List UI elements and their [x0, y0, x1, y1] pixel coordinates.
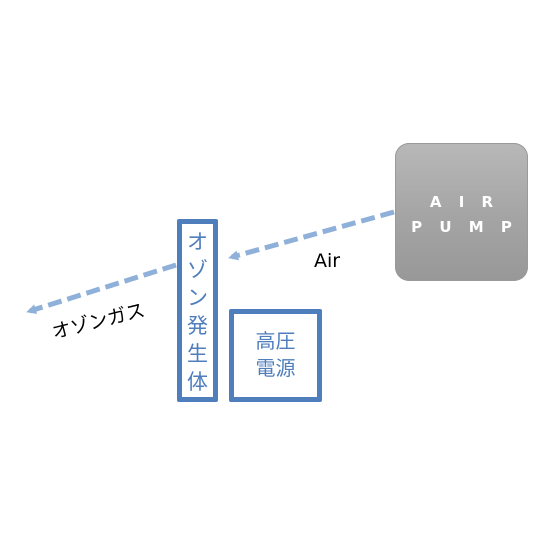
ozone-gas-flow-arrow — [26, 262, 177, 314]
ozone-generator-char: ン — [187, 286, 208, 310]
ozone-generator-char: オ — [187, 230, 208, 254]
power-label-line2: 電源 — [255, 356, 296, 380]
ozone-generator-char: ゾ — [187, 258, 208, 282]
high-voltage-power-label: 高圧 電源 — [234, 328, 317, 382]
ozone-generator-char: 生 — [187, 342, 208, 366]
ozone-generator-char: 発 — [187, 314, 208, 338]
power-label-line1: 高圧 — [255, 329, 296, 353]
air-pump-label-line1: A I R — [429, 193, 500, 211]
air-pump-label-line2: P U M P — [411, 218, 518, 236]
high-voltage-power-box: 高圧 電源 — [229, 309, 322, 402]
ozone-generator-char: 体 — [187, 370, 208, 394]
ozone-generator-box: オ ゾ ン 発 生 体 — [177, 219, 218, 402]
air-flow-arrow — [228, 209, 395, 261]
air-pump-box: A I R P U M P — [395, 143, 528, 281]
ozone-generator-label: オ ゾ ン 発 生 体 — [182, 228, 213, 396]
air-flow-label: Air — [314, 250, 341, 272]
